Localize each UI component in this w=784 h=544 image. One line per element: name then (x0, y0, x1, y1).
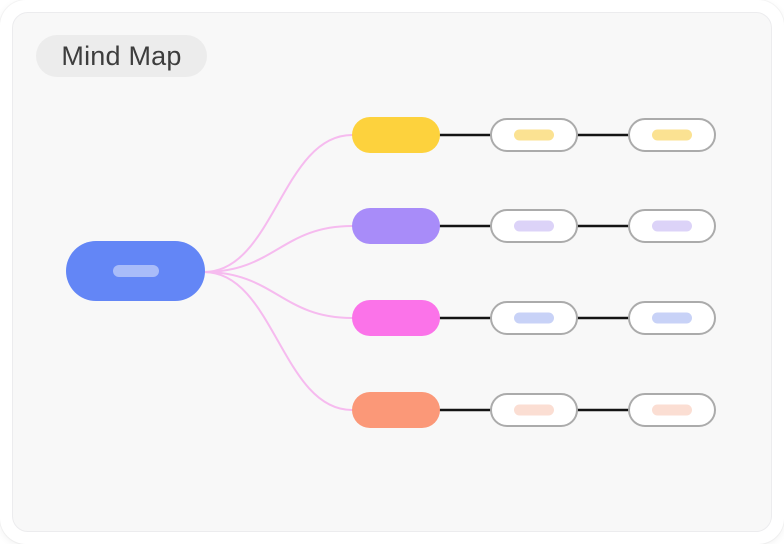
branch-node-orange[interactable] (352, 392, 440, 428)
child-node-label-placeholder (652, 404, 692, 416)
child-node-label-placeholder (514, 220, 554, 232)
mindmap-title-badge: Mind Map (36, 35, 207, 77)
child-node-label-placeholder (514, 312, 554, 324)
branch-node-yellow[interactable] (352, 117, 440, 153)
child-node-label-placeholder (514, 129, 554, 141)
root-node-label-placeholder (112, 265, 159, 277)
child-node-label-placeholder (652, 220, 692, 232)
child-node-label-placeholder (652, 312, 692, 324)
root-node[interactable] (66, 241, 205, 301)
child-node-pink-1[interactable] (490, 301, 578, 335)
child-node-purple-1[interactable] (490, 209, 578, 243)
child-node-yellow-2[interactable] (628, 118, 716, 152)
branch-node-purple[interactable] (352, 208, 440, 244)
child-node-yellow-1[interactable] (490, 118, 578, 152)
child-node-orange-2[interactable] (628, 393, 716, 427)
child-node-purple-2[interactable] (628, 209, 716, 243)
child-node-label-placeholder (652, 129, 692, 141)
child-node-pink-2[interactable] (628, 301, 716, 335)
branch-node-pink[interactable] (352, 300, 440, 336)
child-node-label-placeholder (514, 404, 554, 416)
child-node-orange-1[interactable] (490, 393, 578, 427)
mindmap-title: Mind Map (61, 40, 182, 71)
